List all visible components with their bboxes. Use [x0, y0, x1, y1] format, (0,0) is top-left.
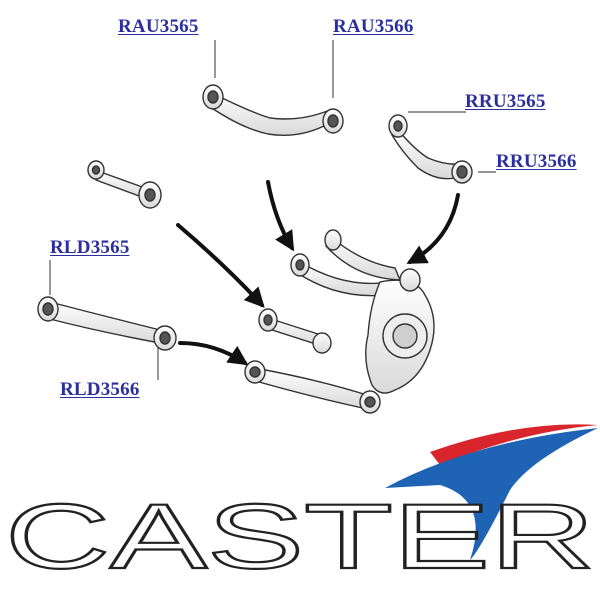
lower-arm-rld — [37, 296, 177, 351]
arrow-lower-arm — [178, 341, 249, 366]
arrow-upper-right-arm — [406, 193, 460, 264]
toe-link — [87, 160, 162, 209]
knuckle-assembly — [244, 229, 435, 414]
upper-arm-rru — [388, 114, 473, 184]
part-label-rau3565[interactable]: RAU3565 — [118, 16, 199, 37]
upper-arm-rau — [202, 84, 344, 136]
arrow-toe-link — [176, 223, 265, 308]
part-label-rld3565[interactable]: RLD3565 — [50, 237, 130, 258]
caster-wordmark: CASTER — [4, 485, 596, 589]
logo-text: CASTER — [5, 486, 595, 588]
part-label-rru3566[interactable]: RRU3566 — [496, 151, 577, 172]
label-leader-lines — [49, 40, 496, 380]
assembly-arrows — [176, 180, 460, 366]
swoosh-logo-icon — [385, 424, 598, 560]
part-label-rru3565[interactable]: RRU3565 — [465, 91, 546, 112]
part-label-rau3566[interactable]: RAU3566 — [333, 16, 414, 37]
arrow-upper-arm — [266, 180, 295, 252]
part-label-rld3566[interactable]: RLD3566 — [60, 379, 140, 400]
